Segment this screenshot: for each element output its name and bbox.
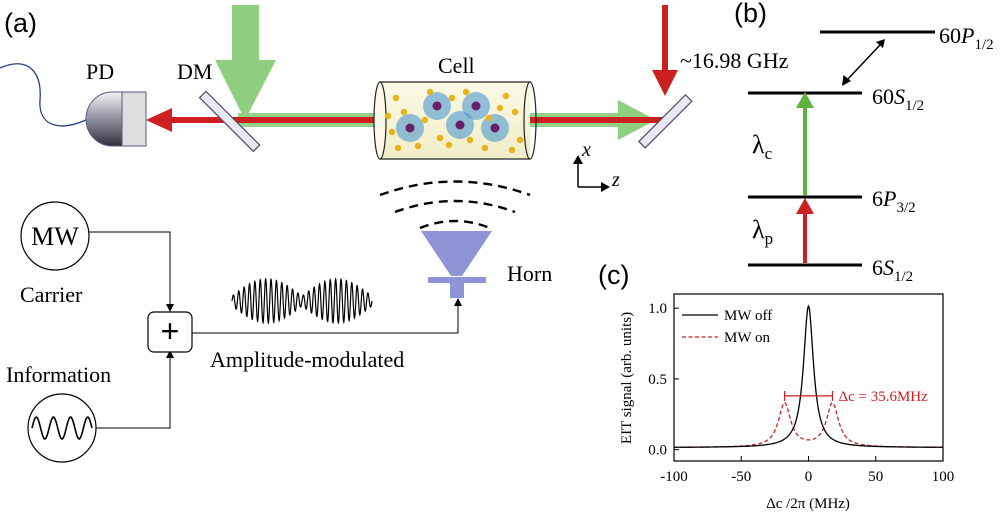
mw-arrowhead (842, 75, 851, 86)
ground-atom (496, 104, 504, 112)
mixer-symbol: + (161, 313, 180, 349)
panel-label-a: (a) (4, 8, 37, 38)
y-tick-label: 0.0 (648, 443, 667, 459)
dichroic-mirror (198, 90, 261, 153)
ground-atom (421, 116, 429, 124)
pd-label: PD (86, 59, 114, 84)
horn-antenna-icon (421, 231, 492, 298)
ground-atom (508, 146, 516, 154)
series-mw-on-line (674, 402, 943, 448)
ground-atom (394, 144, 402, 152)
mw-label: MW (31, 222, 79, 251)
level-60p-label: 60P1/2 (939, 23, 994, 53)
coupling-transition-arrowhead (796, 92, 814, 108)
am-waveform (231, 277, 373, 325)
ground-atom (448, 94, 456, 102)
x-tick-label: -100 (660, 469, 688, 485)
plot-frame (673, 293, 944, 462)
wire-arrowhead (166, 350, 174, 358)
ground-atom (481, 144, 489, 152)
carrier-label: Carrier (20, 282, 83, 307)
microwave-wavefronts (379, 180, 531, 230)
ground-atom (414, 142, 422, 150)
y-tick-label: 1.0 (648, 301, 667, 317)
ground-atom (388, 128, 396, 136)
mw-frequency-label: ~16.98 GHz (680, 48, 789, 73)
wire-arrowhead (454, 298, 462, 306)
mw-transition-arrow (846, 44, 881, 81)
rydberg-atom-core (405, 123, 415, 133)
mirror (637, 93, 693, 149)
axis-x-label: x (581, 139, 591, 161)
x-tick-label: 50 (868, 469, 883, 485)
ground-atom (511, 108, 519, 116)
x-tick-label: 100 (932, 469, 955, 485)
x-tick-label: 0 (805, 469, 813, 485)
fiber-cable (0, 63, 91, 127)
probe-beam-arrowhead (146, 108, 172, 132)
x-axis-label: Δc /2π (MHz) (766, 496, 850, 512)
coupling-beam-vertical (215, 5, 276, 120)
panel-label-b: (b) (734, 0, 767, 28)
ground-atom (502, 92, 510, 100)
ground-atom (400, 108, 408, 116)
mw-arrowhead (876, 39, 885, 48)
ground-atom (466, 136, 474, 144)
legend-label-mw-on: MW on (724, 330, 770, 346)
atom-cloud (384, 88, 524, 154)
axis-ticks: -100 -50 0 50 100 0.0 0.5 1.0 (648, 301, 954, 485)
ground-atom (426, 88, 434, 96)
probe-beam-down-arrowhead (652, 70, 678, 96)
lambda-c-label: λc (752, 130, 773, 163)
legend: MW off MW on (682, 308, 772, 346)
lambda-p-label: λp (752, 215, 773, 248)
probe-transition-arrowhead (796, 198, 814, 214)
legend-label-mw-off: MW off (724, 308, 772, 324)
coordinate-axes (573, 155, 610, 192)
x-tick-label: -50 (731, 469, 751, 485)
level-60s-label: 60S1/2 (872, 84, 924, 114)
mw-source-icon (20, 201, 90, 271)
panel-label-c: (c) (598, 260, 629, 290)
rydberg-atom-core (432, 101, 442, 111)
ground-atom (516, 136, 524, 144)
cell-label: Cell (438, 53, 475, 78)
rydberg-atom-core (490, 123, 500, 133)
ground-atom (384, 112, 392, 120)
level-6p-label: 6P3/2 (872, 186, 916, 216)
information-label: Information (6, 362, 111, 387)
rydberg-atom-core (455, 120, 465, 130)
y-axis-label: EIT signal (arb. units) (619, 312, 635, 444)
photodiode-icon (85, 91, 147, 147)
series-mw-off-line (674, 304, 943, 448)
dm-label: DM (177, 59, 212, 84)
axis-z-label: z (611, 169, 620, 191)
horn-label: Horn (507, 261, 552, 286)
splitting-annotation (783, 390, 834, 401)
information-source-icon (27, 393, 97, 463)
signal-wiring (89, 231, 459, 429)
ground-atom (462, 88, 470, 96)
ground-atom (485, 114, 493, 122)
mixer-box (147, 311, 193, 353)
amplitude-modulated-label: Amplitude-modulated (210, 347, 404, 372)
sine-wave-icon (31, 416, 93, 440)
ground-atom (436, 134, 444, 142)
rydberg-atom-core (471, 101, 481, 111)
ground-atom (445, 141, 453, 149)
wire-arrowhead (166, 304, 174, 312)
eit-spectrum-chart: -100 -50 0 50 100 0.0 0.5 1.0 Δc = 35.6MHz MW o… (619, 293, 954, 512)
y-tick-label: 0.5 (648, 372, 667, 388)
splitting-annotation-label: Δc = 35.6MHz (838, 389, 928, 405)
ground-atom (392, 94, 400, 102)
level-6s-label: 6S1/2 (872, 255, 913, 285)
